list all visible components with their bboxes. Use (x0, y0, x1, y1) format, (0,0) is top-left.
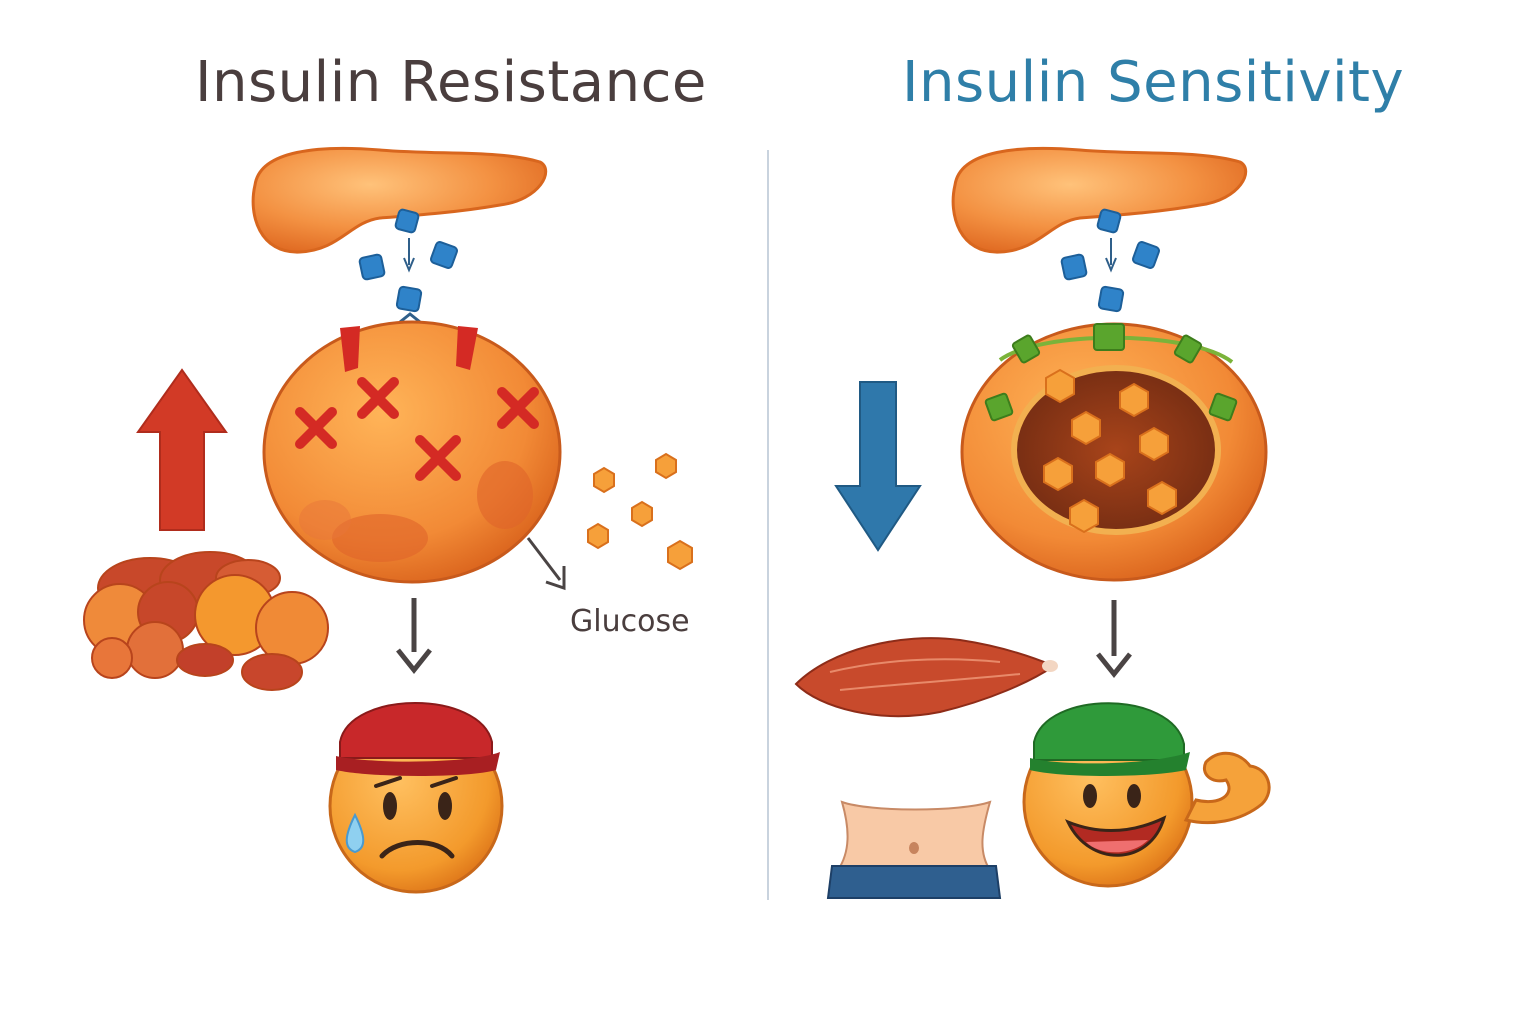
sad-face-icon (328, 702, 504, 894)
resistant-cell (262, 320, 562, 584)
insulin-docking-mark-left (399, 312, 421, 324)
open-receptors (984, 323, 1238, 422)
happy-face-icon (1022, 702, 1271, 888)
pancreas-right (951, 146, 1248, 254)
insulin-molecules-right (1060, 208, 1160, 313)
insulin-flow-arrow-right (1105, 238, 1117, 273)
insulin-molecules-left (358, 208, 458, 313)
sensitive-cell (960, 322, 1268, 582)
glucose-label: Glucose (570, 604, 690, 639)
decrease-arrow-down-icon (834, 381, 922, 552)
title-insulin-sensitivity: Insulin Sensitivity (902, 50, 1405, 115)
glucose-molecules-inside (1043, 368, 1177, 534)
glucose-molecules-outside (587, 452, 693, 571)
blocked-receptors (340, 326, 478, 372)
fat-tissue-cluster (83, 551, 329, 691)
slim-waist-icon (826, 800, 1002, 899)
block-x-marks (295, 377, 539, 481)
title-insulin-resistance: Insulin Resistance (195, 50, 707, 115)
pancreas-left (251, 146, 548, 254)
lean-muscle-icon (794, 637, 1058, 718)
increase-arrow-up-icon (136, 368, 228, 531)
insulin-flow-arrow-left (403, 238, 415, 273)
arrow-to-glucose (526, 537, 562, 581)
